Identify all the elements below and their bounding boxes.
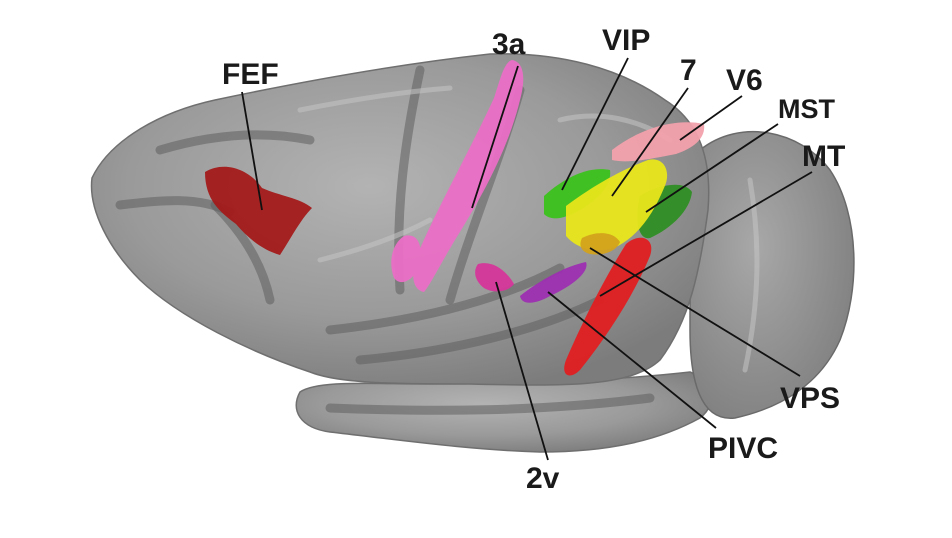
label-vip: VIP [602, 24, 650, 57]
label-pivc: PIVC [708, 432, 778, 465]
area-2v [475, 263, 514, 292]
sulcus-superior-temporal [355, 295, 605, 365]
area-7 [566, 159, 668, 251]
label-fef: FEF [222, 58, 279, 91]
label-mt: MT [802, 140, 845, 173]
leader-3a [471, 65, 519, 209]
gyrus-highlight-2 [297, 85, 453, 113]
area-vip [544, 169, 611, 219]
sulcus-lateral [325, 263, 565, 335]
cerebellum [689, 130, 855, 419]
leader-2v [495, 281, 549, 461]
leader-v6 [679, 95, 743, 141]
label-3a: 3a [492, 28, 526, 61]
leader-7 [611, 87, 689, 197]
label-v6: V6 [726, 64, 763, 97]
area-pivc [520, 262, 587, 303]
leader-fef [241, 91, 263, 211]
leader-vip [561, 57, 629, 191]
label-mst: MST [778, 94, 836, 124]
label-vps: VPS [780, 382, 840, 415]
leader-pivc [547, 291, 717, 429]
leader-vps [589, 247, 801, 377]
area-fef [205, 166, 312, 255]
sulcus-frontal [155, 130, 315, 155]
area-3a [391, 60, 524, 292]
sulcus-temporal-lower [325, 393, 655, 415]
label-2v: 2v [526, 462, 560, 495]
label-7: 7 [680, 54, 697, 87]
area-v6 [612, 122, 705, 162]
leader-mst [645, 123, 779, 213]
gyrus-highlight-1 [317, 217, 433, 263]
